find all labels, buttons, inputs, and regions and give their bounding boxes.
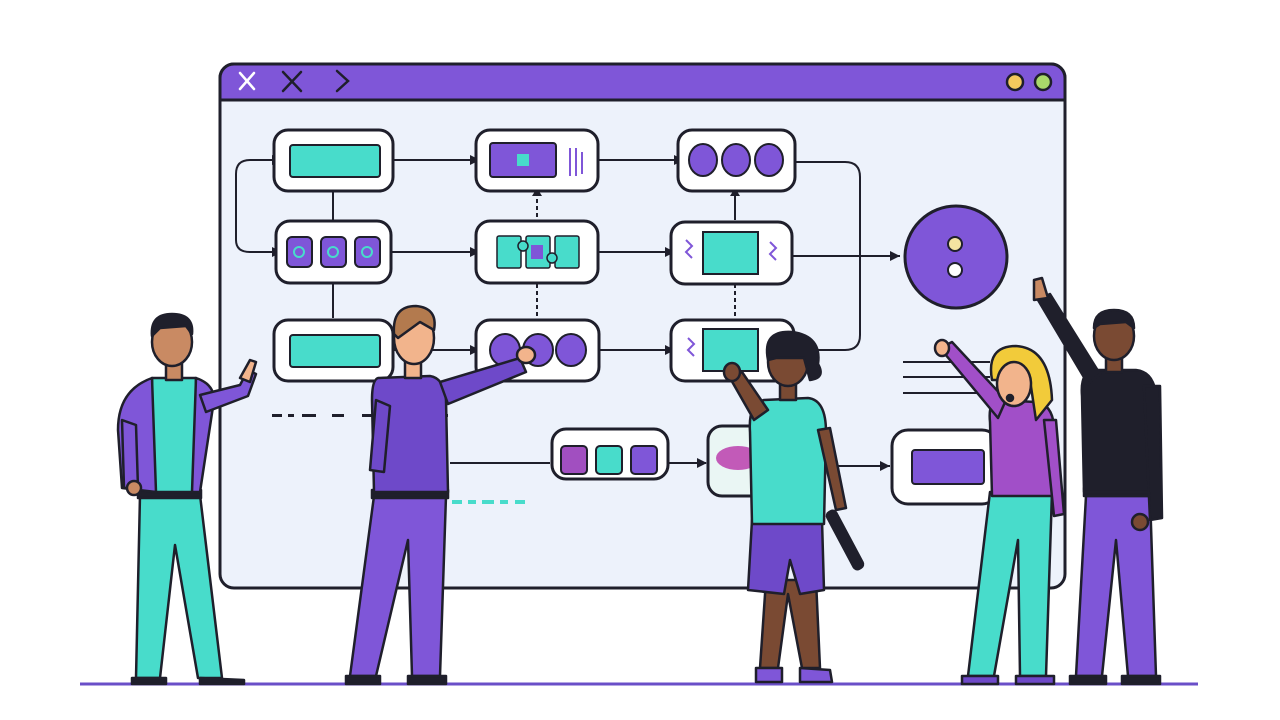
person-blond-woman-waving bbox=[933, 338, 1066, 686]
flow-node-bottom-3[interactable] bbox=[890, 428, 1000, 506]
flow-node-r3c2[interactable] bbox=[474, 318, 601, 383]
text-squiggle-icon bbox=[569, 148, 583, 176]
flow-node-r2c1[interactable] bbox=[274, 219, 393, 285]
flow-node-circle[interactable] bbox=[903, 204, 1009, 310]
scribble-labels bbox=[272, 414, 525, 504]
person-man-raising-arm bbox=[1032, 276, 1164, 686]
flow-connectors bbox=[235, 159, 990, 467]
flow-node-r1c2[interactable] bbox=[474, 128, 600, 193]
flow-node-r1c1[interactable] bbox=[272, 128, 395, 193]
puzzle-icon bbox=[496, 235, 580, 269]
window-dot-green[interactable] bbox=[1033, 72, 1053, 92]
flow-node-bottom-1[interactable] bbox=[550, 427, 670, 481]
close-x-icon[interactable] bbox=[281, 70, 303, 93]
flow-node-r2c2[interactable] bbox=[474, 219, 600, 285]
person-pointing-man-left bbox=[116, 312, 258, 686]
close-x-icon[interactable] bbox=[238, 71, 256, 91]
chevron-right-icon[interactable] bbox=[335, 69, 350, 93]
flow-node-r1c3[interactable] bbox=[676, 128, 797, 193]
puzzle-icon bbox=[517, 154, 529, 166]
flow-node-r2c3[interactable] bbox=[669, 220, 794, 286]
flow-node-r3c1[interactable] bbox=[272, 318, 395, 383]
person-woman-with-pen bbox=[722, 330, 865, 684]
person-touching-man-center bbox=[344, 304, 537, 686]
window-dot-yellow[interactable] bbox=[1005, 72, 1025, 92]
window-title-bar bbox=[218, 62, 1067, 102]
